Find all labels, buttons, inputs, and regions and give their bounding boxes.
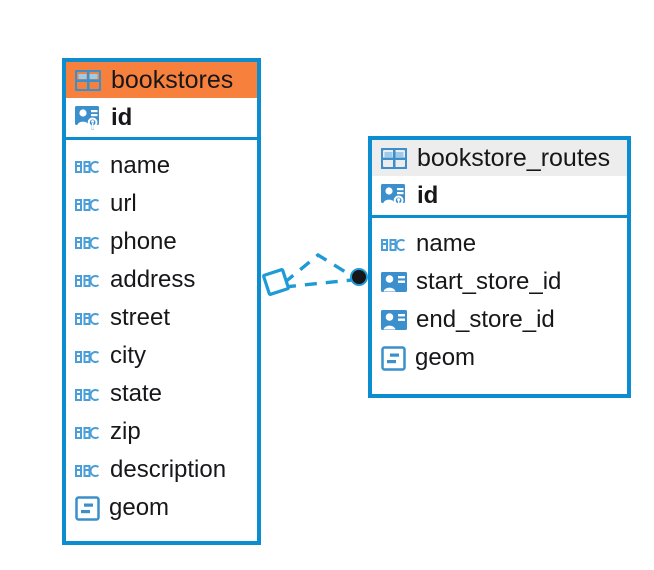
field-label: geom [109,494,170,522]
field-list-bookstore-routes: name start_store_id [372,218,627,387]
foreign-key-icon [381,310,407,331]
field-label: name [110,152,171,180]
abc-text-icon [75,237,100,250]
field-label: city [110,342,146,370]
table-icon [75,69,101,91]
field-row-id[interactable]: id [66,98,257,141]
entity-header-bookstores: bookstores [66,62,257,99]
table-icon [381,147,407,169]
field-row-start-store-id[interactable]: start_store_id [381,263,618,301]
abc-text-icon [75,275,100,288]
entity-bookstore-routes[interactable]: bookstore_routes id [368,136,631,398]
entity-bookstores[interactable]: bookstores id [62,58,261,545]
entity-title: bookstores [111,66,234,94]
field-row-end-store-id[interactable]: end_store_id [381,301,618,339]
relationship-line-upper [282,252,353,285]
field-row-name[interactable]: name [75,147,248,185]
primary-key-icon [75,106,99,131]
abc-text-icon [75,427,100,440]
field-row-geom[interactable]: geom [381,339,618,377]
field-row-phone[interactable]: phone [75,223,248,261]
field-row-street[interactable]: street [75,299,248,337]
field-label: geom [415,344,476,372]
field-label: description [110,456,227,484]
field-label: name [416,230,477,258]
field-list-bookstores: name url phone [66,140,257,537]
field-row-city[interactable]: city [75,337,248,375]
primary-key-icon [381,184,405,208]
relationship-line-lower [283,278,353,289]
field-row-id[interactable]: id [372,176,627,219]
field-label: zip [110,418,141,446]
foreign-key-icon [381,272,407,293]
field-row-name[interactable]: name [381,225,618,263]
field-row-description[interactable]: description [75,451,248,489]
field-row-geom[interactable]: geom [75,489,248,527]
field-label: state [110,380,163,408]
field-label: start_store_id [416,268,562,296]
filled-circle-endpoint [350,268,368,286]
entity-header-bookstore-routes: bookstore_routes [372,140,627,177]
abc-text-icon [75,351,100,364]
field-row-zip[interactable]: zip [75,413,248,451]
field-label: id [417,181,439,209]
abc-text-icon [75,389,100,402]
field-label: address [110,266,196,294]
diamond-endpoint [262,268,290,296]
entity-title: bookstore_routes [417,144,611,172]
field-row-address[interactable]: address [75,261,248,299]
abc-text-icon [75,161,100,174]
geometry-icon [75,496,100,521]
field-label: url [110,190,137,218]
abc-text-icon [75,199,100,212]
abc-text-icon [381,239,406,252]
abc-text-icon [75,465,100,478]
field-label: id [111,103,133,131]
abc-text-icon [75,313,100,326]
geometry-icon [381,346,406,371]
field-row-state[interactable]: state [75,375,248,413]
field-label: phone [110,228,177,256]
field-label: street [110,304,171,332]
field-label: end_store_id [416,306,555,334]
field-row-url[interactable]: url [75,185,248,223]
